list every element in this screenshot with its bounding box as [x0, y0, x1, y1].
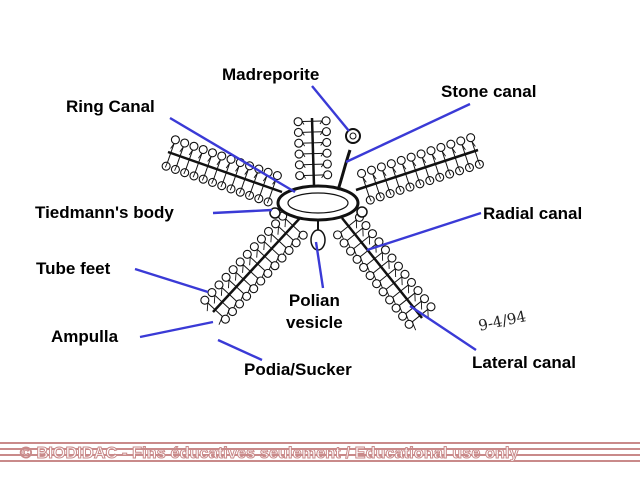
madreporite [345, 128, 361, 144]
leader-madreporite [311, 85, 350, 132]
copyright-footer: © BIODIDAC - Fins éducatives seulement /… [20, 445, 520, 463]
footer-band [0, 436, 640, 466]
arm-left [161, 135, 283, 207]
label-stone-canal: Stone canal [441, 82, 537, 101]
arm-bottom-right [333, 212, 436, 331]
label-tiedmanns-body: Tiedmann's body [35, 203, 174, 222]
label-lateral-canal: Lateral canal [472, 353, 576, 372]
label-polian-vesicle: Polian vesicle [286, 290, 343, 334]
starfish-arms [161, 116, 484, 331]
stone-canal [336, 149, 352, 191]
label-tube-feet: Tube feet [36, 259, 111, 278]
leader-radial-canal [366, 211, 482, 252]
leader-ampulla [139, 320, 214, 339]
leader-lines [134, 85, 482, 362]
leader-stone-canal [345, 102, 471, 164]
leader-tube-feet [134, 267, 209, 294]
label-podia-sucker: Podia/Sucker [244, 360, 352, 379]
leader-tiedmanns-body [212, 208, 273, 215]
leader-lateral-canal [409, 305, 477, 351]
arm-right [355, 133, 484, 205]
label-ampulla: Ampulla [51, 327, 119, 346]
ring-canal [276, 184, 360, 222]
label-radial-canal: Radial canal [483, 204, 583, 223]
leader-podia-sucker [217, 338, 263, 362]
label-madreporite: Madreporite [222, 65, 320, 84]
leader-polian-vesicle [314, 241, 325, 289]
label-polian-line1: Polian [288, 291, 340, 310]
leader-ring-canal [169, 116, 296, 194]
label-polian-line2: vesicle [286, 313, 343, 333]
polian-vesicle [310, 220, 326, 251]
arm-bottom-left [200, 211, 308, 325]
label-ring-canal: Ring Canal [66, 97, 155, 116]
arm-top [293, 116, 333, 187]
tiedmanns-body [269, 206, 368, 219]
